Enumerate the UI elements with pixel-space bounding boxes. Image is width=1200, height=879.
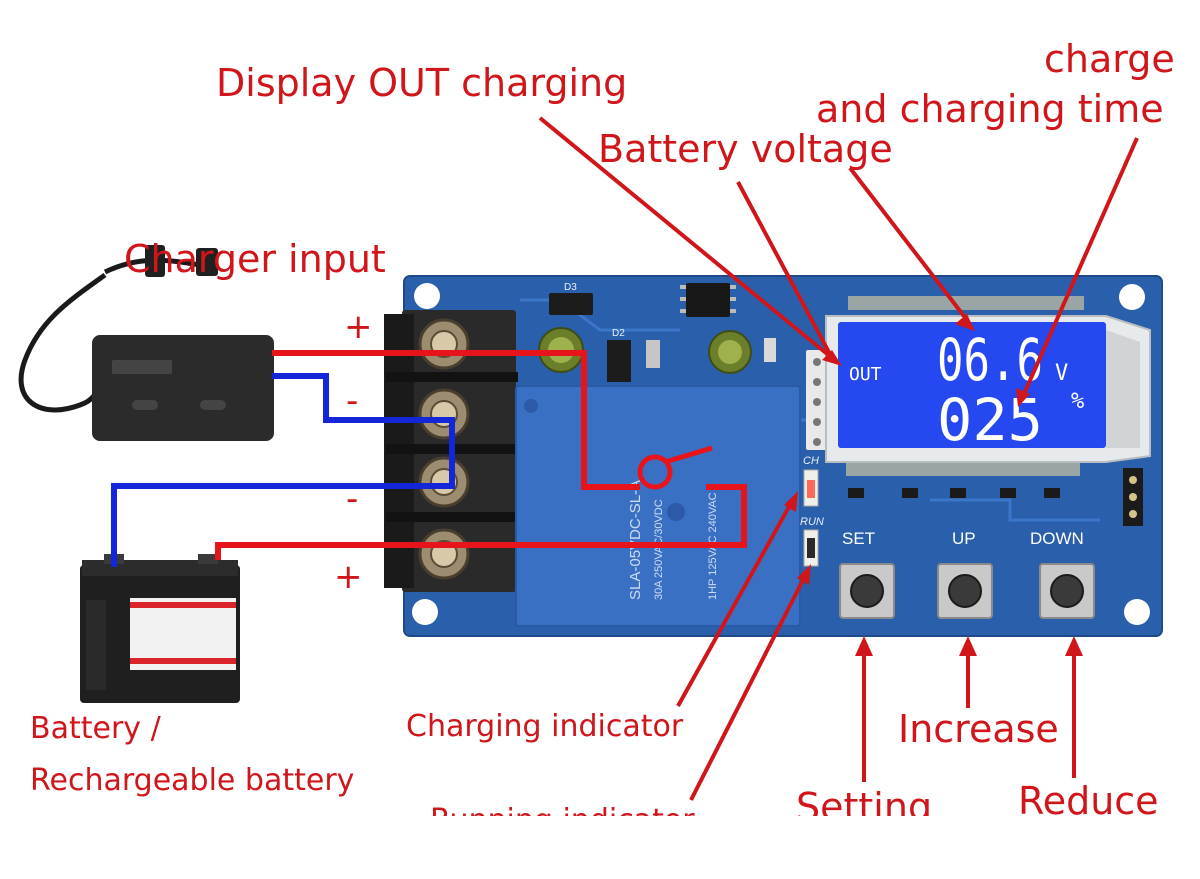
- diode-d2: D2: [607, 328, 631, 382]
- terminal-plus-top: +: [344, 307, 373, 347]
- mount-hole-bl: [412, 599, 438, 625]
- smd-resistor-row: [848, 488, 1060, 498]
- wires: [111, 350, 747, 567]
- terminal-minus-2: -: [346, 479, 358, 519]
- svg-text:30A 250VAC/30VDC: 30A 250VAC/30VDC: [653, 499, 665, 600]
- label-display-out-charging: Display OUT charging: [216, 61, 627, 105]
- car-battery-icon: [80, 554, 240, 703]
- label-reduce: Reduce: [1018, 779, 1159, 823]
- terminal-screw-4: [418, 528, 470, 580]
- svg-text:D2: D2: [612, 328, 625, 339]
- relay: SLA-05VDC-SL-A 30A 250VAC/30VDC 1HP 125V…: [515, 385, 801, 627]
- label-charger-input: Charger input: [124, 237, 386, 281]
- label-increase: Increase: [898, 707, 1059, 751]
- lcd-pins-top: [848, 296, 1084, 310]
- mount-hole-tl: [414, 283, 440, 309]
- terminal-minus-1: -: [346, 381, 358, 421]
- resistor: [764, 338, 776, 362]
- lcd-pins-bottom: [846, 460, 1080, 476]
- lcd-voltage-unit: V: [1055, 361, 1068, 386]
- up-button-label: UP: [952, 529, 976, 548]
- label-rechargeable-battery: Rechargeable battery: [30, 763, 354, 798]
- label-charge: charge: [1044, 37, 1175, 81]
- lcd-display: OUT 06.6 V 025 %: [825, 296, 1151, 476]
- mount-hole-br: [1124, 599, 1150, 625]
- label-battery-voltage: Battery voltage: [598, 127, 893, 171]
- capacitor-right: [708, 330, 752, 374]
- header-pins-left: [806, 350, 828, 450]
- lcd-out-label: OUT: [849, 364, 882, 385]
- svg-text:SLA-05VDC-SL-A: SLA-05VDC-SL-A: [627, 480, 644, 600]
- inductor: [646, 340, 660, 368]
- down-button-label: DOWN: [1030, 529, 1084, 548]
- label-battery: Battery /: [30, 711, 162, 746]
- header-pins-right: [1123, 468, 1143, 526]
- power-adapter-icon: [18, 245, 274, 441]
- label-charging-indicator: Charging indicator: [406, 709, 684, 744]
- set-button[interactable]: SET: [839, 529, 895, 619]
- set-button-label: SET: [842, 529, 875, 548]
- lcd-percent-unit: %: [1071, 389, 1084, 414]
- top-area: [0, 0, 1200, 64]
- up-button[interactable]: UP: [937, 529, 993, 619]
- terminal-screw-3: [418, 456, 470, 508]
- svg-text:CH: CH: [803, 455, 819, 467]
- svg-text:RUN: RUN: [800, 516, 824, 528]
- terminal-screw-2: [418, 388, 470, 440]
- ic-chip: [680, 283, 736, 317]
- label-charging-time: and charging time: [816, 87, 1164, 131]
- svg-text:D3: D3: [564, 282, 577, 293]
- running-indicator-led: RUN: [800, 516, 824, 567]
- mount-hole-tr: [1119, 284, 1145, 310]
- terminal-plus-bottom: +: [334, 557, 363, 597]
- diode-d3: D3: [549, 282, 593, 315]
- down-button[interactable]: DOWN: [1030, 529, 1095, 619]
- lcd-voltage: 06.6: [937, 326, 1043, 394]
- terminal-screw-1: [418, 318, 470, 370]
- pointer-arrows: [538, 116, 1139, 801]
- charging-indicator-led: CH: [803, 455, 819, 507]
- bottom-crop-mask: [0, 816, 1200, 879]
